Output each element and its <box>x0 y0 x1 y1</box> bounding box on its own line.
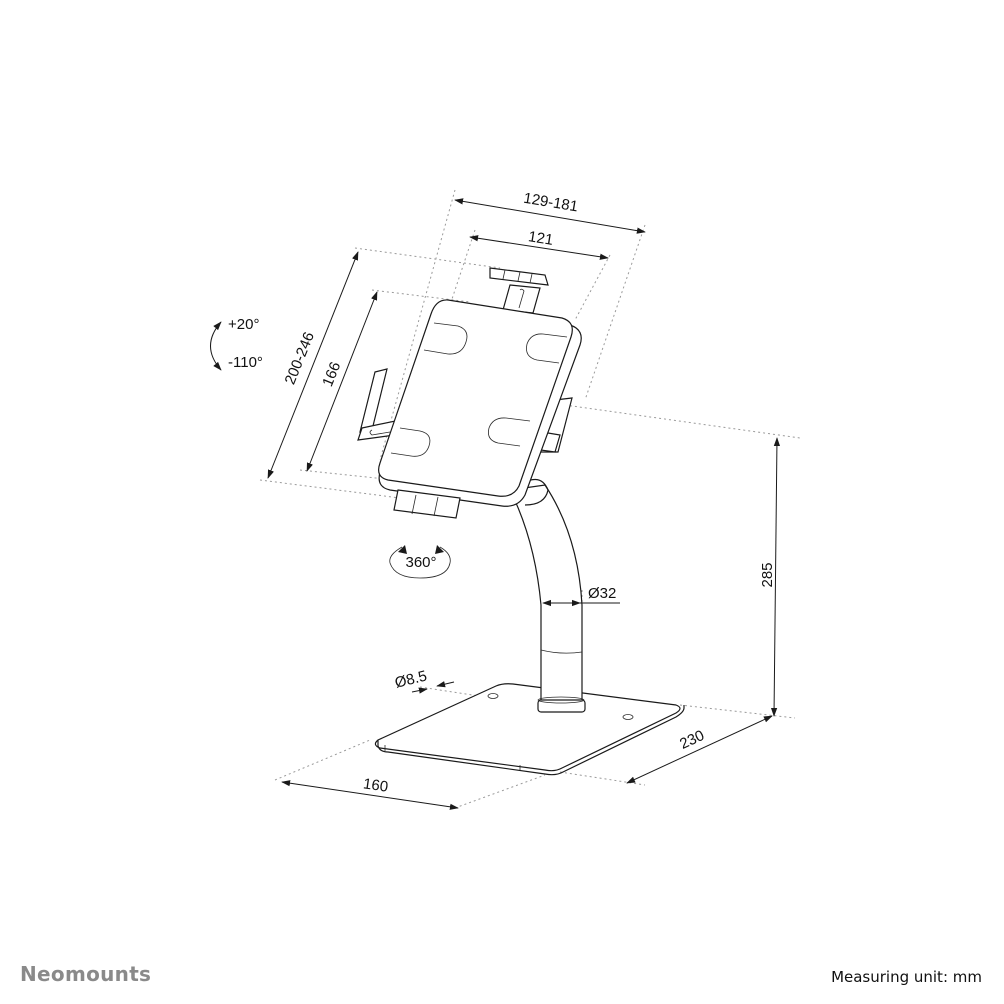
tilt-indicator: +20° -110° <box>210 316 263 371</box>
rotation-label: 360° <box>405 554 436 571</box>
brand-logo: Neomounts <box>20 962 152 986</box>
pole-diameter-label: Ø32 <box>588 585 616 602</box>
dimension-hole-diameter: Ø8.5 <box>393 667 455 694</box>
tablet-holder <box>357 267 582 519</box>
dimension-holder-width-range: 129-181 <box>454 190 646 234</box>
dimension-base-width: 160 <box>281 775 459 810</box>
base-plate <box>374 683 685 776</box>
tilt-down-label: -110° <box>228 354 263 371</box>
mounting-hole <box>487 693 499 699</box>
hole-diameter-label: Ø8.5 <box>393 667 429 691</box>
pole <box>509 478 586 713</box>
base-depth-label: 230 <box>677 727 707 753</box>
dimension-pole-diameter: Ø32 <box>542 585 620 607</box>
measuring-unit-note: Measuring unit: mm <box>831 968 982 986</box>
dimension-holder-width-fixed: 121 <box>469 228 609 260</box>
total-height-label: 285 <box>759 562 776 587</box>
dimension-holder-height-fixed: 166 <box>306 291 378 472</box>
dimension-total-height: 285 <box>759 437 781 717</box>
holder-width-fixed-label: 121 <box>527 228 554 249</box>
holder-height-range-label: 200-246 <box>282 330 318 387</box>
rotation-indicator: 360° <box>389 545 451 579</box>
base-width-label: 160 <box>362 775 389 795</box>
holder-width-range-label: 129-181 <box>522 190 579 216</box>
tilt-up-label: +20° <box>228 316 259 333</box>
dimension-holder-height-range: 200-246 <box>267 251 359 479</box>
